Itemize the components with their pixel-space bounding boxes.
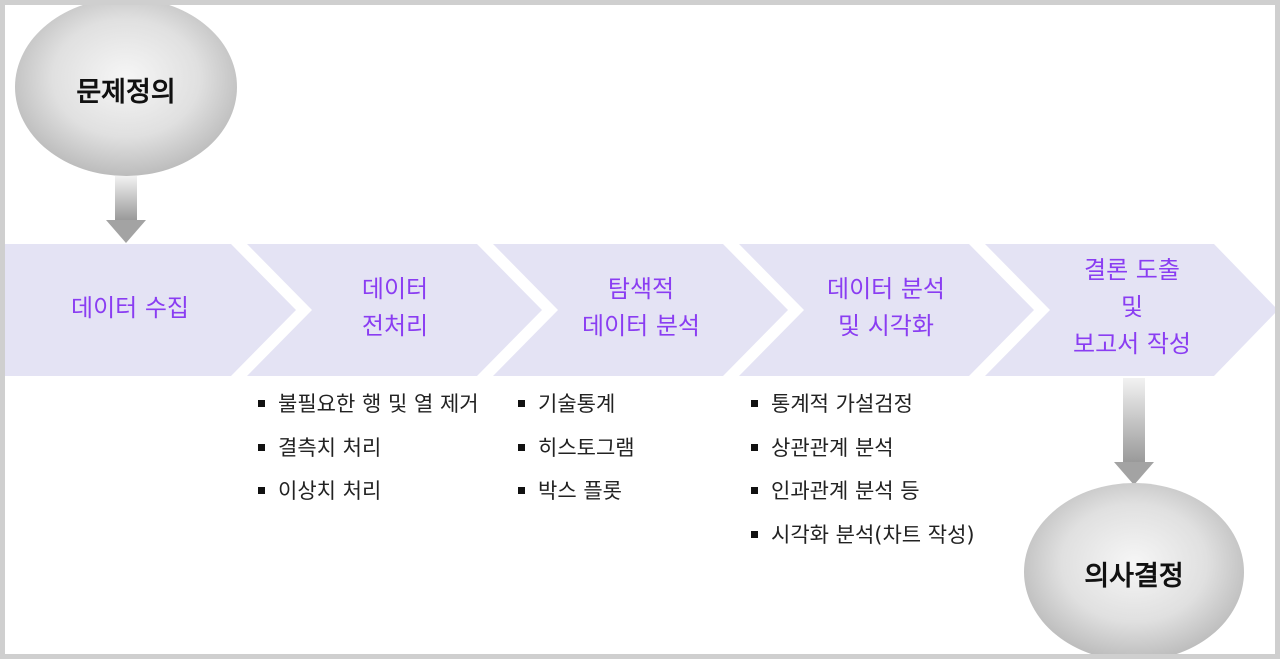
bullet-icon xyxy=(258,400,265,407)
list-item: 통계적 가설검정 xyxy=(751,389,975,433)
list-item: 인과관계 분석 등 xyxy=(751,476,975,520)
list-item-text: 상관관계 분석 xyxy=(771,435,894,460)
list-item: 이상치 처리 xyxy=(258,476,479,520)
bullet-icon xyxy=(518,487,525,494)
step-label-1: 데이터 수집 xyxy=(20,290,240,327)
step-chevron-3 xyxy=(493,244,788,376)
bullet-icon xyxy=(751,443,758,451)
step-label-line: 및 xyxy=(1120,293,1144,321)
step-label-line: 데이터 xyxy=(361,275,429,303)
step-chevron-5 xyxy=(985,244,1278,376)
step-label-4: 데이터 분석 및 시각화 xyxy=(776,271,996,345)
step-label-2: 데이터 전처리 xyxy=(285,271,505,345)
list-item-text: 불필요한 행 및 열 제거 xyxy=(278,392,479,416)
bullet-icon xyxy=(518,400,525,407)
list-item: 박스 플롯 xyxy=(518,476,635,520)
start-down-arrow xyxy=(106,176,146,243)
list-item-text: 결측치 처리 xyxy=(278,435,382,460)
step-chevron-2 xyxy=(247,244,542,376)
eda-details: 기술통계 히스토그램 박스 플롯 xyxy=(518,389,635,520)
list-item: 시각화 분석(차트 작성) xyxy=(751,520,975,564)
list-item-text: 히스토그램 xyxy=(538,435,635,460)
list-item-text: 통계적 가설검정 xyxy=(771,392,913,416)
step-label-line: 데이터 수집 xyxy=(70,294,190,322)
list-item: 히스토그램 xyxy=(518,433,635,477)
step-chevron-4 xyxy=(739,244,1034,376)
list-item-text: 인과관계 분석 등 xyxy=(771,479,920,503)
step-label-line: 데이터 분석 xyxy=(826,275,946,303)
step-label-line: 전처리 xyxy=(361,312,429,340)
bullet-icon xyxy=(751,400,758,407)
step-label-line: 탐색적 xyxy=(607,275,675,303)
list-item-text: 시각화 분석(차트 작성) xyxy=(771,522,975,547)
step-label-line: 결론 도출 xyxy=(1084,256,1180,284)
list-item-text: 기술통계 xyxy=(538,392,616,416)
step-label-line: 보고서 작성 xyxy=(1072,330,1192,358)
bullet-icon xyxy=(751,487,758,494)
list-item-text: 박스 플롯 xyxy=(538,479,622,503)
list-item: 기술통계 xyxy=(518,389,635,433)
step-label-line: 데이터 분석 xyxy=(581,312,701,340)
step-chevron-1 xyxy=(0,244,296,376)
bullet-icon xyxy=(258,487,265,494)
list-item: 불필요한 행 및 열 제거 xyxy=(258,389,479,433)
step-label-line: 및 시각화 xyxy=(838,312,934,340)
step-label-5: 결론 도출 및 보고서 작성 xyxy=(1022,252,1242,363)
end-down-arrow xyxy=(1114,378,1154,485)
step-label-3: 탐색적 데이터 분석 xyxy=(531,271,751,345)
list-item: 상관관계 분석 xyxy=(751,433,975,477)
bullet-icon xyxy=(258,443,265,451)
bullet-icon xyxy=(518,443,525,451)
start-circle xyxy=(15,0,237,176)
list-item-text: 이상치 처리 xyxy=(278,479,382,503)
end-circle xyxy=(1024,483,1244,659)
list-item: 결측치 처리 xyxy=(258,433,479,477)
preprocessing-details: 불필요한 행 및 열 제거 결측치 처리 이상치 처리 xyxy=(258,389,479,520)
bullet-icon xyxy=(751,530,758,538)
start-label: 문제정의 xyxy=(76,77,176,108)
end-label: 의사결정 xyxy=(1084,561,1184,592)
analysis-details: 통계적 가설검정 상관관계 분석 인과관계 분석 등 시각화 분석(차트 작성) xyxy=(751,389,975,563)
